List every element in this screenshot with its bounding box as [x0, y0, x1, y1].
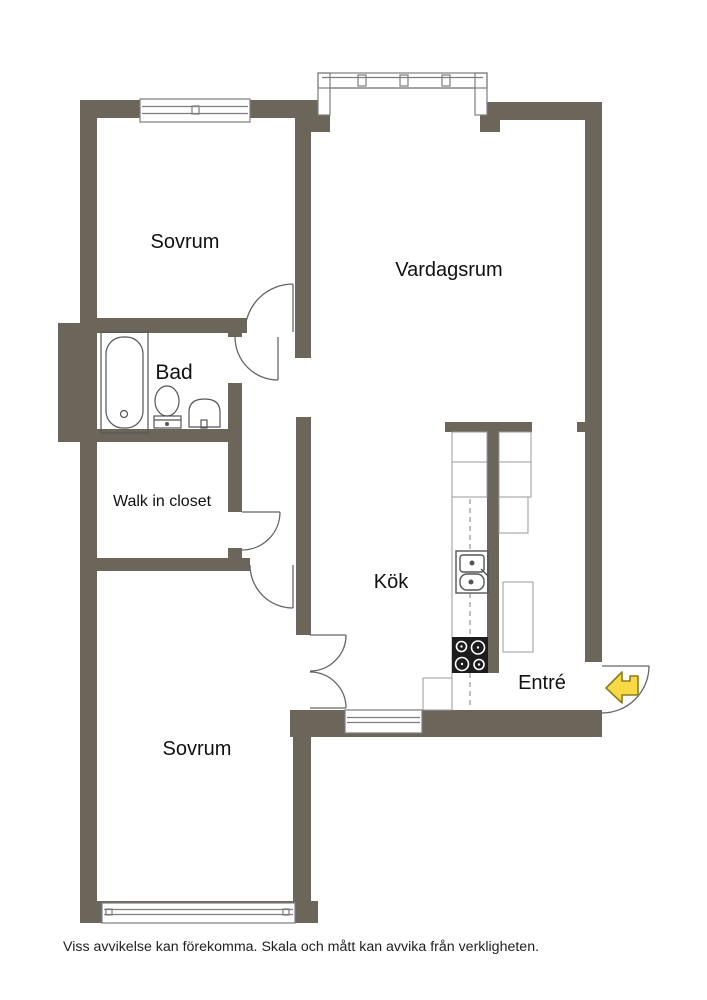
wall [80, 318, 247, 333]
wall [295, 100, 311, 358]
wall [577, 422, 589, 432]
wall [80, 558, 250, 571]
room-label-sovrum-2: Sovrum [163, 738, 232, 760]
wall [296, 417, 311, 635]
kitchen-sink-icon [455, 550, 489, 594]
door-arc-icon [234, 336, 279, 381]
wall [58, 323, 97, 435]
bathtub-icon [100, 331, 149, 434]
wall [445, 422, 532, 432]
double-door-arc-icon [309, 634, 347, 709]
doors-layer [234, 283, 650, 714]
toilet-icon [153, 385, 182, 429]
wall [585, 102, 602, 662]
room-label-bad: Bad [155, 361, 192, 384]
refrigerator-icon [502, 581, 534, 653]
room-label-kok: Kök [374, 571, 409, 593]
wall [228, 383, 242, 512]
room-label-entre: Entré [518, 672, 566, 694]
windows-layer [101, 72, 488, 924]
washbasin-icon [188, 398, 221, 429]
door-arc-icon [244, 283, 294, 333]
room-label-sovrum-1: Sovrum [151, 231, 220, 253]
kitchen-layer [422, 431, 534, 711]
wall [228, 320, 242, 337]
room-labels: Sovrum Vardagsrum Bad Walk in closet Kök… [113, 231, 566, 760]
window-icon [101, 902, 296, 924]
entrance-door-arc-icon [601, 665, 650, 714]
bathroom-fixtures [100, 331, 221, 434]
wall [80, 100, 97, 922]
bay-window-icon [317, 72, 488, 116]
room-label-walk-in-closet: Walk in closet [113, 493, 212, 510]
wall [58, 429, 242, 442]
stove-icon [452, 637, 488, 673]
wall [480, 102, 602, 120]
entrance-arrow-icon [605, 671, 639, 704]
window-icon [139, 98, 251, 123]
cabinet-icon [422, 431, 532, 711]
window-icon [344, 709, 423, 734]
wall [290, 710, 602, 737]
walls-layer [58, 100, 602, 923]
door-arc-icon [241, 511, 281, 551]
disclaimer-text: Viss avvikelse kan förekomma. Skala och … [63, 939, 539, 955]
wall [293, 737, 311, 903]
door-arc-icon [249, 564, 294, 609]
room-label-vardagsrum: Vardagsrum [395, 259, 502, 281]
wall [487, 432, 499, 673]
